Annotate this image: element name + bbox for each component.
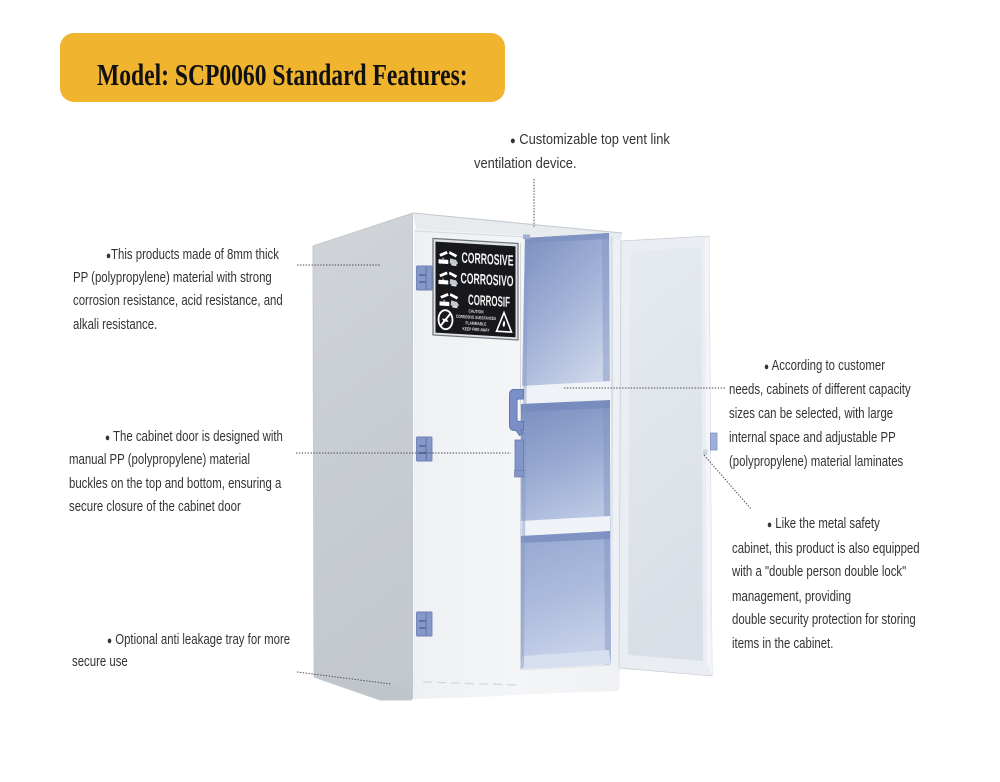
svg-text:KEEP FIRE AWAY: KEEP FIRE AWAY xyxy=(463,326,490,333)
svg-text:CORROSIVE SUBSTANCES: CORROSIVE SUBSTANCES xyxy=(456,314,496,321)
svg-text:CORROSIVE: CORROSIVE xyxy=(462,250,514,270)
svg-text:CORROSIVO: CORROSIVO xyxy=(461,270,514,290)
svg-text:CAUTION: CAUTION xyxy=(469,309,484,315)
svg-text:FLAMMABLE: FLAMMABLE xyxy=(466,320,487,326)
svg-text:CORROSIF: CORROSIF xyxy=(468,293,510,311)
